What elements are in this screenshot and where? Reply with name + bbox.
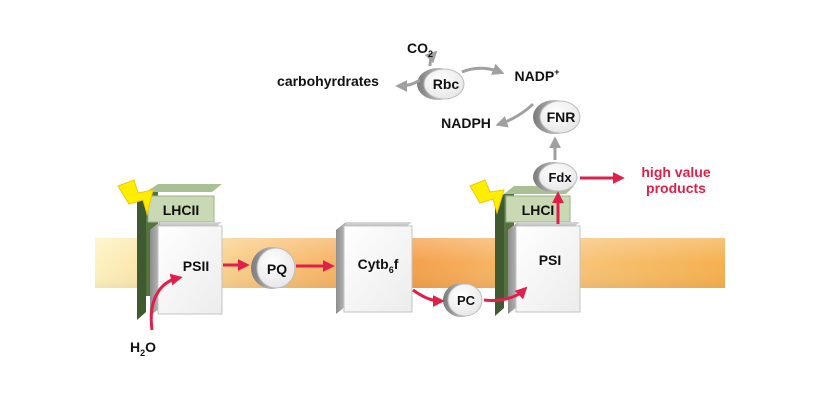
lhcii-side (137, 192, 146, 320)
co2-to-rbc-arrow (424, 50, 438, 67)
light-lightning-icon (117, 179, 154, 216)
fnr-enzyme: FNR (533, 100, 581, 134)
pc-label: PC (457, 293, 476, 308)
metabolic-arrows (395, 50, 561, 160)
psii-complex: LHCII PSII (137, 184, 223, 320)
water-label: H2O (130, 339, 156, 358)
lhcii-box (147, 195, 215, 223)
pq-carrier: PQ (251, 247, 296, 289)
fdx-label: Fdx (548, 170, 572, 185)
rbc-label: Rbc (433, 76, 460, 92)
cytb6f-label: Cytb6f (358, 256, 399, 275)
rbc-enzyme: Rbc (417, 68, 465, 100)
electron-flow-arrows (149, 172, 625, 331)
carbohydrates-label: carbohyrdrates (277, 73, 379, 89)
cytb6f-to-pc-arrow (412, 288, 445, 307)
fdx-carrier: Fdx (533, 162, 578, 192)
pc-to-psi-arrow (483, 286, 528, 302)
cytb6f-box (343, 225, 413, 313)
rbc-to-nadp-arrow (461, 63, 505, 75)
fnr-label: FNR (547, 109, 576, 125)
lhci-label: LHCI (522, 202, 555, 218)
light-lightning-icon-psi (469, 179, 505, 215)
fnr-to-nadph-arrow (495, 102, 535, 128)
cytb6f-complex: Cytb6f (336, 222, 413, 314)
psi-complex: LHCI PSI (495, 186, 581, 316)
nadph-label: NADPH (441, 115, 491, 131)
lhcii-label: LHCII (163, 202, 200, 218)
high-value-label-line1: high value (641, 164, 710, 180)
psi-box (515, 225, 581, 313)
pc-carrier: PC (443, 283, 483, 317)
psi-label: PSI (539, 252, 562, 268)
nadp-label: NADP+ (515, 67, 560, 84)
rbc-to-carbohydrates-arrow (395, 78, 421, 92)
psii-label: PSII (183, 258, 209, 274)
high-value-label-line2: products (646, 180, 706, 196)
pq-label: PQ (267, 261, 287, 277)
water-to-psii-arrow (149, 273, 183, 331)
co2-label: CO2 (407, 40, 433, 59)
psii-box (157, 225, 223, 315)
